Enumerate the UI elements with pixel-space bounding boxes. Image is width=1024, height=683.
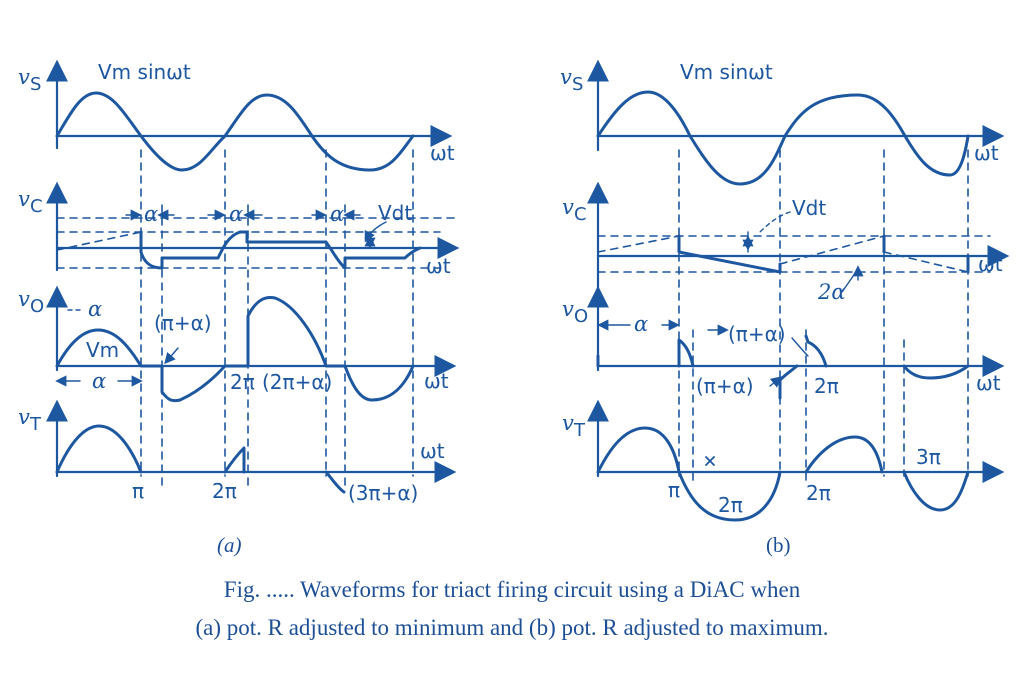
- panel-b-vt-sub: T: [573, 420, 586, 441]
- panel-a-vc-label: v: [18, 187, 30, 211]
- panel-b: [587, 59, 1010, 522]
- panel-a-vo-arrows: [55, 309, 179, 387]
- panel-b-pi-plus-alpha-top: (π+α): [728, 322, 786, 346]
- panel-a-vo-wave: [55, 296, 415, 403]
- panel-a-alpha-arrows: [125, 209, 387, 249]
- panel-a-sublabel: (a): [217, 533, 242, 557]
- panel-a-vt-sub: T: [29, 414, 42, 435]
- panel-b-vs-wt: ωt: [974, 141, 999, 165]
- panel-a-vdt: Vdt: [378, 201, 412, 225]
- figure-caption-line-1: Fig. ..... Waveforms for triact firing c…: [223, 577, 801, 602]
- panel-a-vc-wave: [139, 230, 422, 270]
- panel-b-vo-wave: [596, 334, 970, 400]
- panel-a-vt-label: v: [18, 405, 30, 429]
- panel-a-vo-alpha-top: α: [88, 297, 102, 321]
- panel-a-vs-sub: S: [30, 74, 41, 95]
- panel-b-alpha: α: [634, 312, 648, 336]
- panel-b-vc-sub: C: [574, 204, 587, 225]
- panel-b-vo-wt: ωt: [976, 371, 1001, 395]
- panel-a: [46, 59, 460, 494]
- panel-a-three-pi-plus-alpha: (3π+α): [348, 481, 418, 505]
- panel-b-vt-wave: [596, 426, 970, 522]
- panel-b-vo-label: v: [562, 297, 574, 321]
- panel-a-vm: Vm: [86, 338, 119, 362]
- panel-b-vs-wave: [596, 90, 970, 186]
- panel-a-alpha-3: α: [330, 202, 344, 226]
- figure-caption-line-2: (a) pot. R adjusted to minimum and (b) p…: [195, 615, 829, 640]
- panel-b-vo-arrows: [597, 319, 809, 388]
- panel-b-vs-sub: S: [572, 74, 583, 95]
- panel-a-vc-wt: ωt: [426, 254, 451, 278]
- panel-b-vt-label: v: [562, 411, 574, 435]
- panel-b-two-pi-bottom-b: 2π: [806, 481, 831, 505]
- panel-b-two-pi-bottom-a: 2π: [718, 493, 743, 517]
- panel-b-axes: [587, 59, 1010, 483]
- panel-a-pi-plus-alpha: (π+α): [154, 311, 212, 335]
- panel-b-pi-plus-alpha-bottom: (π+α): [696, 374, 754, 398]
- panel-a-vs-expr: Vm sinωt: [98, 60, 191, 84]
- panel-a-vc-sub: C: [30, 196, 43, 217]
- panel-a-two-pi: 2π: [230, 370, 255, 394]
- panel-b-guides: [597, 149, 991, 481]
- panel-b-vo-sub: O: [574, 306, 588, 327]
- panel-b-three-pi: 3π: [916, 445, 941, 469]
- panel-b-vdt: Vdt: [792, 196, 826, 220]
- panel-b-two-alpha: 2α: [817, 280, 846, 304]
- panel-b-pi: π: [668, 478, 680, 502]
- panel-a-axes: [46, 59, 460, 483]
- panel-b-x-mark: [705, 456, 715, 466]
- panel-a-vs-wt: ωt: [430, 141, 455, 165]
- panel-b-vc-arrows: [742, 211, 864, 293]
- panel-a-vt-wave: [55, 424, 346, 494]
- panel-b-vc-label: v: [562, 195, 574, 219]
- panel-a-vs-label: v: [18, 65, 30, 89]
- panel-a-pi: π: [132, 479, 144, 503]
- panel-a-vs-wave: [55, 91, 415, 172]
- panel-b-vs-expr: Vm sinωt: [680, 60, 773, 84]
- panel-b-vs-label: v: [560, 65, 572, 89]
- panel-a-two-pi-bottom: 2π: [212, 479, 237, 503]
- panel-a-vo-wt: ωt: [424, 369, 449, 393]
- panel-a-alpha-2: α: [229, 202, 243, 226]
- panel-a-vo-alpha-bottom: α: [92, 369, 106, 393]
- panel-a-alpha-1: α: [144, 202, 158, 226]
- panel-a-vt-wt: ωt: [420, 439, 445, 463]
- panel-a-two-pi-plus-alpha: (2π+α): [262, 370, 332, 394]
- panel-b-sublabel: (b): [766, 533, 791, 557]
- panel-b-two-pi: 2π: [814, 374, 839, 398]
- panel-a-guides: [56, 149, 456, 489]
- panel-a-vo-sub: O: [30, 296, 44, 317]
- panel-a-vo-label: v: [18, 287, 30, 311]
- panel-b-vc-wt: ωt: [978, 252, 1003, 276]
- panel-b-vc-wave: [677, 234, 970, 274]
